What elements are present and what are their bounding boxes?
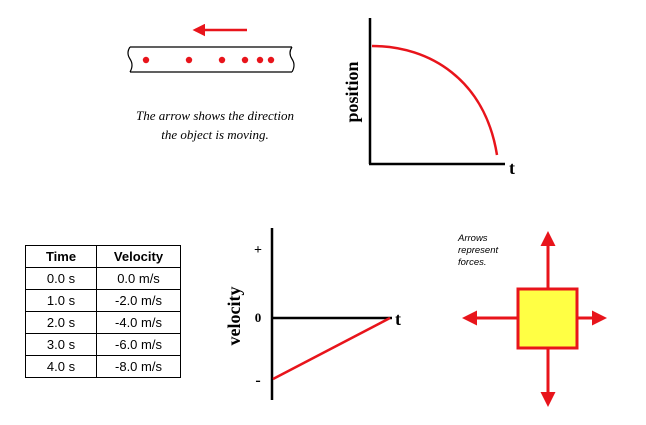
table-row: 4.0 s -8.0 m/s [25,355,181,378]
object-box [516,287,579,350]
velocity-cell: -2.0 m/s [96,289,181,312]
table-row: 0.0 s 0.0 m/s [25,267,181,290]
velocity-tick-minus: - [255,372,260,389]
table-row: 1.0 s -2.0 m/s [25,289,181,312]
strip-left-break [127,46,133,73]
table-row: 3.0 s -6.0 m/s [25,333,181,356]
velocity-cell: -8.0 m/s [96,355,181,378]
velocity-y-label: velocity [224,287,244,346]
table-header-row: Time Velocity [25,245,181,268]
motion-dot [241,56,249,64]
motion-dot [256,56,264,64]
position-graph: t position [342,18,515,178]
velocity-tick-plus: + [254,243,262,258]
header-time: Time [25,245,97,268]
position-x-label: t [509,158,515,178]
motion-dot [267,56,275,64]
forces-note: Arrows represent forces. [458,233,499,268]
velocity-cell: -6.0 m/s [96,333,181,356]
motion-caption: The arrow shows the direction the object… [136,108,294,142]
position-curve [371,44,499,156]
time-cell: 4.0 s [25,355,97,378]
velocity-table: Time Velocity 0.0 s 0.0 m/s 1.0 s -2.0 m… [25,245,181,378]
header-velocity: Velocity [96,245,181,268]
motion-strip [127,23,295,73]
table-row: 2.0 s -4.0 m/s [25,311,181,334]
velocity-tick-zero: 0 [255,310,262,325]
motion-dot [218,56,226,64]
strip-right-break [289,46,295,73]
motion-dot [142,56,150,64]
velocity-x-label: t [395,309,401,329]
force-diagram [462,231,607,407]
time-cell: 0.0 s [25,267,97,290]
motion-dots [142,56,275,64]
velocity-line [272,316,391,381]
velocity-graph: t + 0 - velocity [224,228,401,400]
velocity-cell: 0.0 m/s [96,267,181,290]
position-y-label: position [342,61,362,122]
time-cell: 1.0 s [25,289,97,312]
time-cell: 3.0 s [25,333,97,356]
motion-dot [185,56,193,64]
time-cell: 2.0 s [25,311,97,334]
velocity-cell: -4.0 m/s [96,311,181,334]
